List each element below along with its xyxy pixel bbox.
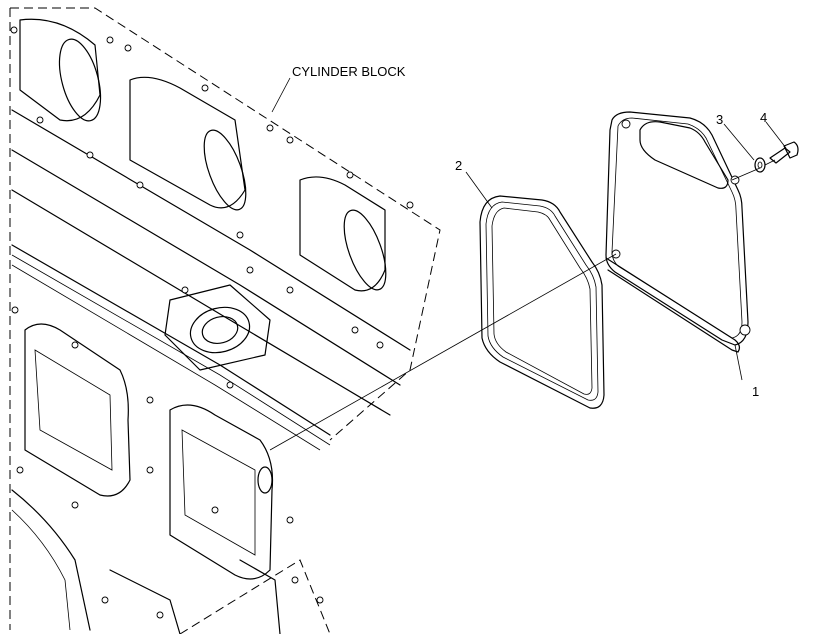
cylinder-block-label: CYLINDER BLOCK	[292, 64, 406, 79]
bolt	[769, 141, 799, 164]
alignment-line-bolt	[764, 159, 776, 166]
alignment-line-short	[731, 167, 761, 181]
cover-leader	[734, 344, 743, 381]
gasket	[479, 195, 605, 409]
cylinder-block-leader	[271, 77, 291, 113]
cover-plate	[605, 111, 751, 353]
alignment-line	[269, 253, 617, 451]
block-bolt-holes	[10, 26, 414, 619]
gasket-leader	[465, 171, 493, 209]
callout-2: 2	[455, 158, 462, 173]
callout-3: 3	[716, 112, 723, 127]
callout-1: 1	[752, 384, 759, 399]
cylinder-block	[9, 7, 441, 634]
callout-4: 4	[760, 110, 767, 125]
bolt-leader	[765, 121, 787, 149]
washer-leader	[723, 123, 755, 161]
